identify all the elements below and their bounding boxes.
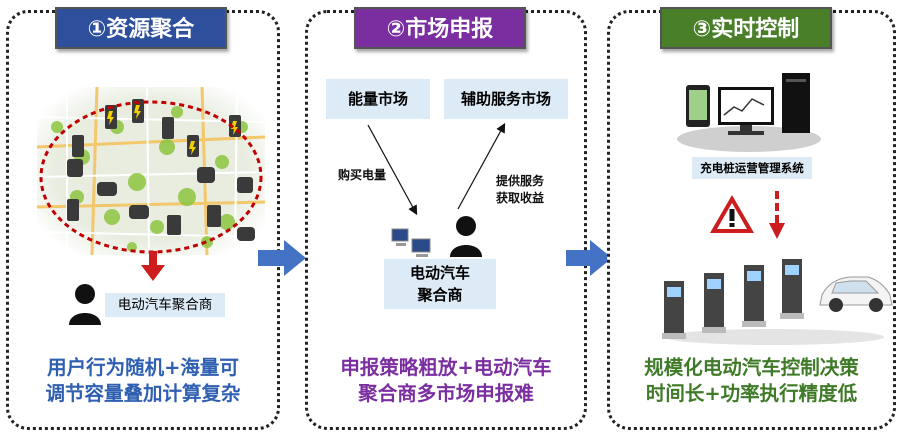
challenge-line: 时间长+功率执行精度低 (645, 382, 858, 405)
tab-realtime-control: ③实时控制 (660, 7, 832, 49)
panel-resource-aggregation: ①资源聚合 (6, 7, 280, 430)
challenge-text-1: 用户行为随机+海量可 调节容量叠加计算复杂 (9, 355, 277, 407)
tab-resource-aggregation: ①资源聚合 (55, 7, 227, 49)
panel-market-bidding: ②市场申报 能量市场 辅助服务市场 购买电量 提供服务 获取收益 电动汽车 聚合… (305, 7, 587, 430)
aggregator-line: 电动汽车 (409, 264, 470, 282)
aggregator-line: 聚合商 (417, 286, 463, 304)
ancillary-market-box: 辅助服务市场 (444, 79, 568, 119)
computer-icon (391, 228, 431, 257)
flow-arrow-icon (258, 240, 306, 276)
buy-energy-label: 购买电量 (338, 168, 387, 182)
dashed-down-arrow-icon (769, 191, 785, 239)
provide-line: 获取收益 (496, 191, 545, 205)
provide-service-label: 提供服务 获取收益 (496, 173, 544, 207)
person-icon (450, 216, 482, 257)
down-arrow-icon (141, 251, 165, 281)
challenge-line: 申报策略粗放+电动汽车 (340, 356, 552, 379)
charging-stations-image (662, 259, 893, 345)
tab-market-bidding: ②市场申报 (354, 7, 526, 49)
provide-line: 提供服务 (496, 174, 545, 188)
system-label: 充电桩运营管理系统 (692, 157, 812, 179)
challenge-line: 调节容量叠加计算复杂 (45, 382, 241, 405)
aggregator-box: 电动汽车 聚合商 (384, 259, 496, 309)
panel-realtime-control: ③实时控制 充电桩运营管理系统 (607, 7, 896, 430)
challenge-line: 聚合商多市场申报难 (358, 382, 534, 405)
challenge-line: 用户行为随机+海量可 (47, 356, 239, 379)
aggregator-label: 电动汽车聚合商 (105, 293, 225, 317)
challenge-text-3: 规模化电动汽车控制决策 时间长+功率执行精度低 (610, 355, 893, 407)
workstation-icon (677, 73, 821, 152)
challenge-line: 规模化电动汽车控制决策 (644, 356, 859, 379)
city-map-image (37, 87, 265, 255)
energy-market-box: 能量市场 (326, 79, 430, 119)
warning-icon (710, 195, 754, 233)
person-icon (69, 284, 101, 325)
flow-arrow-icon (566, 240, 612, 276)
market-flow-arrows (367, 122, 506, 216)
challenge-text-2: 申报策略粗放+电动汽车 聚合商多市场申报难 (308, 355, 584, 407)
